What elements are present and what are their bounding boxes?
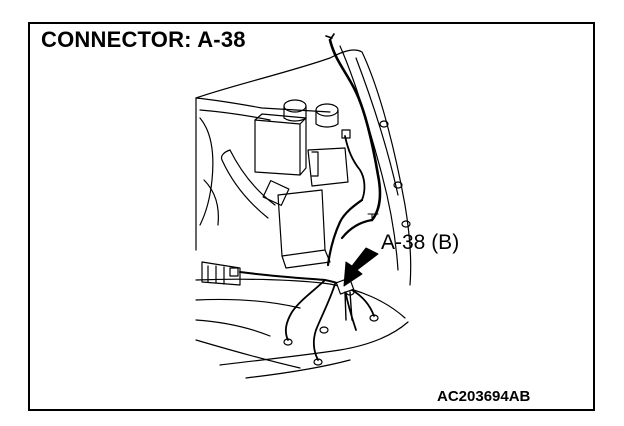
figure-code: AC203694AB	[437, 388, 531, 405]
frame-line	[199, 109, 271, 121]
harness-clip-1	[379, 120, 389, 128]
fender-edge	[339, 45, 399, 271]
fender-inner	[355, 57, 399, 196]
front-bumper	[195, 278, 406, 319]
left-housing	[199, 117, 214, 226]
hose-clamp	[262, 180, 290, 206]
main-harness	[328, 38, 382, 222]
intake-hose	[221, 149, 276, 219]
figure-title: CONNECTOR: A-38	[41, 27, 246, 52]
grille	[201, 261, 241, 286]
bumper-lower	[219, 321, 409, 366]
bumper-face	[195, 339, 301, 369]
harness-clip-3	[401, 220, 411, 228]
harness-clip-2	[393, 181, 403, 189]
callout-bracket	[367, 213, 379, 221]
top-frame	[195, 97, 331, 151]
engine-block	[277, 189, 326, 257]
connector-callout-label: A-38 (B)	[381, 231, 460, 254]
reservoir-cap-right	[315, 103, 339, 117]
harness-branch-upper	[344, 135, 366, 201]
battery-box	[254, 113, 307, 176]
pointer-arrow	[343, 247, 379, 287]
fuse-box	[307, 147, 349, 187]
fender-outline	[195, 49, 412, 286]
figure-frame	[28, 22, 595, 411]
